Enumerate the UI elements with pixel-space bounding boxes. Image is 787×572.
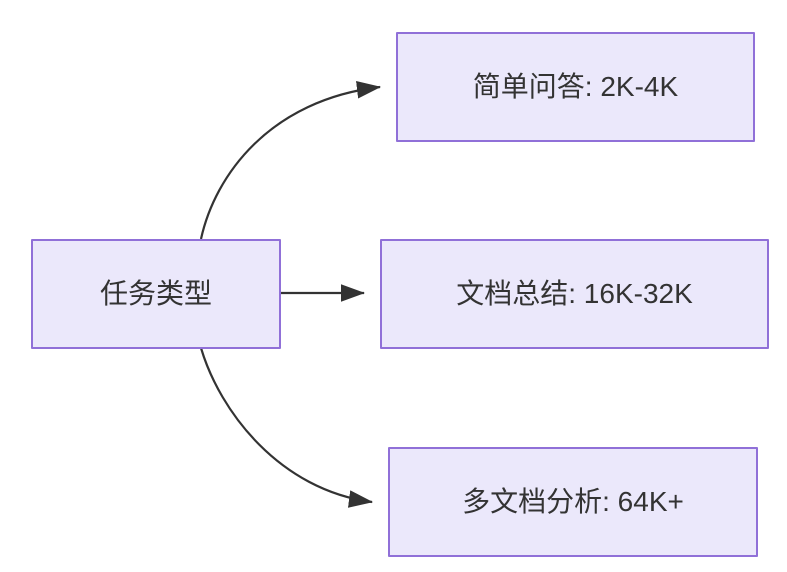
- node-doc-summary[interactable]: 文档总结: 16K-32K: [380, 239, 769, 349]
- edge-root-to-multi: [199, 347, 374, 508]
- node-task-type[interactable]: 任务类型: [31, 239, 281, 349]
- node-task-type-label: 任务类型: [99, 278, 212, 310]
- edge-root-to-simple: [199, 80, 382, 240]
- node-doc-summary-label: 文档总结: 16K-32K: [456, 278, 693, 310]
- node-multi-doc-analysis[interactable]: 多文档分析: 64K+: [388, 447, 758, 557]
- node-simple-qa[interactable]: 简单问答: 2K-4K: [396, 32, 755, 142]
- node-simple-qa-label: 简单问答: 2K-4K: [472, 71, 679, 103]
- node-multi-doc-analysis-label: 多文档分析: 64K+: [462, 486, 684, 518]
